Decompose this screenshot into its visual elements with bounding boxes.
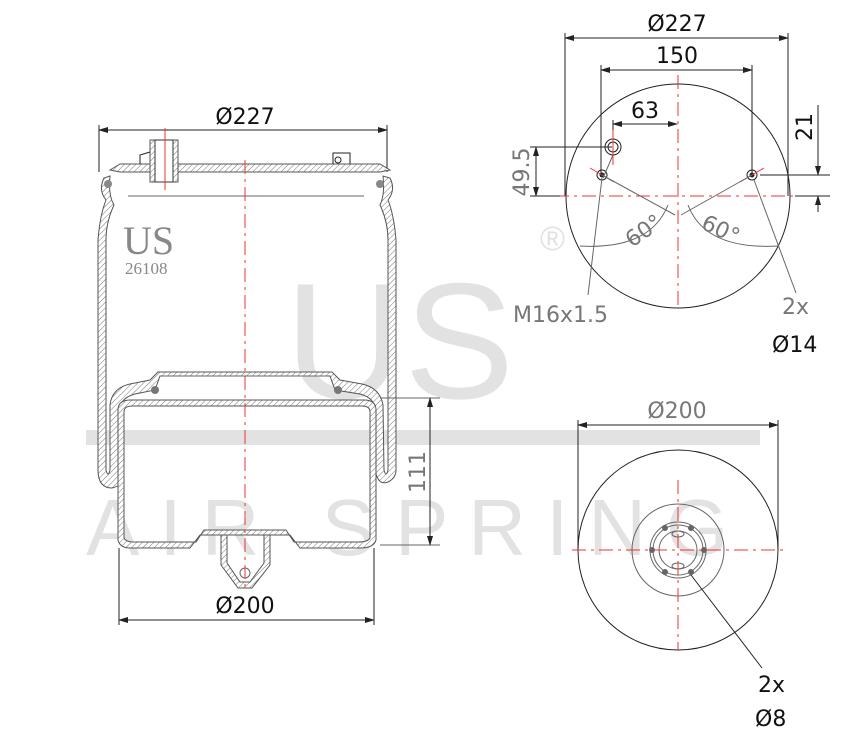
side-piston-diameter: Ø200 (215, 594, 274, 619)
bottom-view: Ø200 2x Ø8 (572, 399, 786, 732)
thread-label: M16x1.5 (513, 303, 608, 328)
watermark-tagline: AIR SPRING (86, 483, 748, 572)
logo-part-number: 26108 (125, 259, 168, 278)
side-view: Ø227 Ø200 111 US 26108 (97, 105, 440, 625)
angle-left: 60° (621, 210, 667, 253)
offset-vertical: 49.5 (510, 148, 535, 197)
hole-diameter: Ø8 (755, 707, 786, 732)
stud-diameter: Ø14 (772, 333, 817, 358)
logo-brand: US (123, 218, 174, 263)
stud-spacing: 150 (656, 44, 698, 69)
hole-count: 2x (758, 673, 785, 698)
top-view: Ø227 150 63 60° 60° 49.5 21 M16x1.5 (510, 12, 830, 358)
top-diameter: Ø227 (647, 12, 706, 37)
air-inlet-offset: 63 (631, 99, 659, 124)
bottom-diameter: Ø200 (647, 399, 706, 424)
angle-right: 60° (697, 211, 743, 250)
watermark: US ® AIR SPRING (86, 220, 760, 572)
watermark-band (86, 430, 760, 445)
side-piston-height: 111 (406, 451, 431, 493)
stud-offset: 21 (793, 113, 818, 141)
side-top-diameter: Ø227 (215, 105, 274, 130)
stud-count: 2x (782, 295, 809, 320)
watermark-registered: ® (540, 220, 565, 258)
